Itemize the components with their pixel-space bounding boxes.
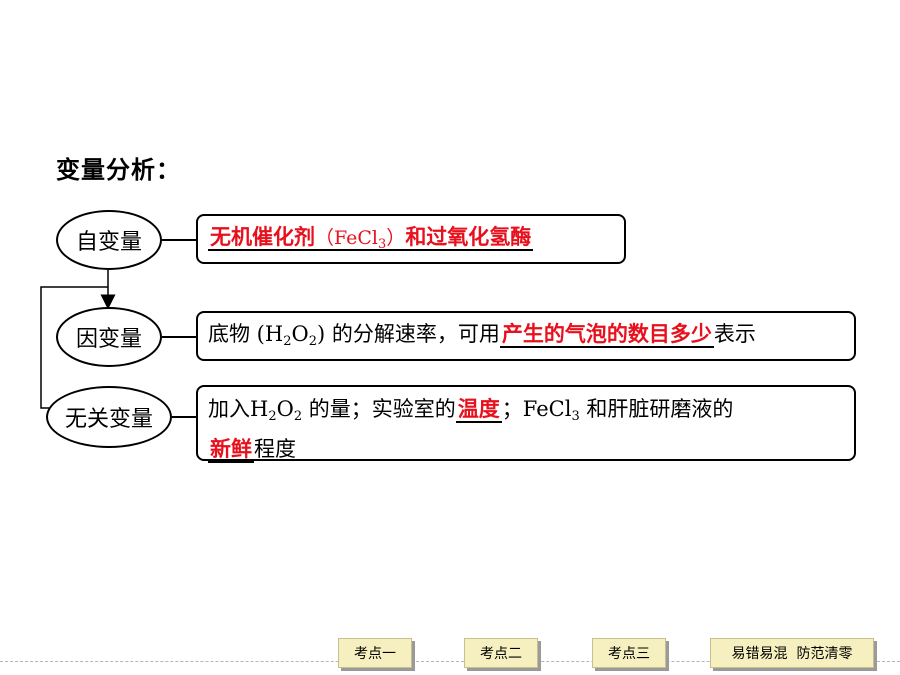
dependent-text-b: O	[291, 322, 309, 346]
controlled-variables-box: 加入H2O2 的量；实验室的温度；FeCl3 和肝脏研磨液的新鲜程度	[196, 385, 856, 463]
nav-button-common-mistakes-label: 易错易混 防范清零	[731, 646, 853, 662]
controlled-text-a: 加入H	[208, 397, 269, 421]
controlled-sub-b: 2	[293, 409, 303, 424]
nav-button-topic-1-label: 考点一	[354, 646, 396, 662]
independent-answer-subscript: 3	[378, 237, 387, 252]
nav-button-common-mistakes[interactable]: 易错易混 防范清零	[710, 638, 874, 668]
controlled-sub-a: 2	[268, 409, 277, 424]
independent-variable-box: 无机催化剂（FeCl3）和过氧化氢酶	[196, 214, 626, 264]
independent-answer: 无机催化剂（FeCl3）和过氧化氢酶	[208, 225, 534, 252]
dependent-variable-oval: 因变量	[56, 307, 162, 367]
dependent-answer: 产生的气泡的数目多少	[499, 322, 714, 348]
dependent-text-c: ) 的分解速率，可用	[316, 322, 500, 346]
controlled-text-c: 的量；实验室的	[302, 397, 456, 421]
nav-button-topic-2[interactable]: 考点二	[464, 638, 538, 668]
section-heading: 变量分析：	[56, 156, 181, 184]
nav-button-topic-1[interactable]: 考点一	[338, 638, 412, 668]
dependent-text-a: 底物 (H	[208, 322, 284, 346]
controlled-answer-freshness: 新鲜	[208, 437, 254, 463]
independent-answer-part2: 和过氧化氢酶	[405, 225, 532, 249]
dependent-text-d: 表示	[713, 322, 756, 346]
nav-button-topic-3-label: 考点三	[608, 646, 650, 662]
controlled-text-b: O	[276, 397, 294, 421]
controlled-sub-c: 3	[571, 409, 580, 424]
dependent-variable-box: 底物 (H2O2) 的分解速率，可用产生的气泡的数目多少表示	[196, 311, 856, 361]
feedback-arrow	[40, 286, 108, 409]
footer-divider	[0, 661, 900, 662]
independent-variable-oval: 自变量	[56, 210, 162, 270]
independent-variable-label: 自变量	[75, 230, 142, 255]
controlled-variable-oval: 无关变量	[46, 386, 172, 448]
dependent-sub-a: 2	[283, 334, 292, 349]
controlled-text-f: 程度	[254, 437, 296, 461]
dependent-sub-b: 2	[308, 334, 317, 349]
dependent-variable-label: 因变量	[75, 327, 142, 352]
controlled-text-e: 和肝脏研磨液的	[579, 397, 734, 421]
independent-answer-paren-close: ）	[386, 227, 406, 249]
controlled-text-d: ；FeCl	[501, 397, 572, 421]
controlled-answer-temperature: 温度	[455, 397, 502, 423]
nav-button-topic-3[interactable]: 考点三	[592, 638, 666, 668]
nav-button-topic-2-label: 考点二	[480, 646, 522, 662]
controlled-variable-label: 无关变量	[64, 407, 153, 432]
independent-answer-paren-open: （FeCl	[315, 227, 379, 249]
independent-answer-part1: 无机催化剂	[210, 225, 315, 249]
